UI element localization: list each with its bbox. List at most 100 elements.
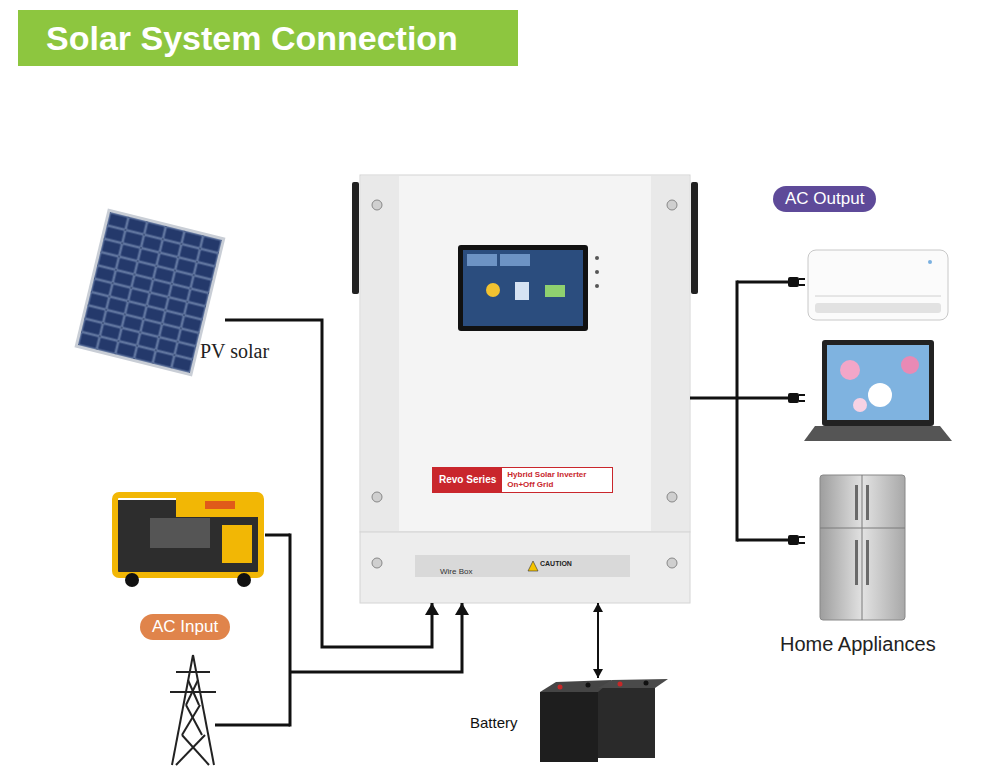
inverter-screen-part [467, 254, 497, 266]
power-tower-icon-part [186, 705, 202, 735]
inverter-screen-part [500, 254, 530, 266]
generator-icon-part [176, 497, 258, 517]
power-tower-icon [170, 655, 216, 765]
power-tower-icon-part [176, 735, 205, 765]
inverter-body-part [667, 492, 677, 502]
ac-input-group: AC Input [110, 490, 290, 765]
series-label: Revo Series [433, 468, 502, 492]
title-banner: Solar System Connection [18, 10, 518, 66]
generator-icon [115, 495, 261, 587]
laptop-icon-part [827, 345, 929, 420]
inverter-screen-part [595, 256, 599, 260]
generator-icon-part [125, 573, 139, 587]
battery-icon-part [540, 692, 598, 762]
ac-input-wires-part [289, 534, 292, 727]
laptop-icon-part [840, 360, 860, 380]
inverter-body-part [415, 555, 630, 577]
battery-icon [540, 679, 668, 762]
plug-icons-part [788, 277, 799, 287]
inverter-body-part [651, 176, 689, 531]
air-conditioner-icon-part [815, 303, 941, 313]
plug-icons-part [788, 535, 799, 545]
inverter-body-part [361, 176, 399, 531]
inverter-body-part [528, 561, 538, 571]
plug-icons-part [799, 394, 805, 396]
inverter-body-part [691, 182, 698, 294]
generator-icon-part [237, 573, 251, 587]
connector [290, 603, 469, 672]
inverter-screen-part [458, 245, 588, 331]
laptop-icon-part [822, 340, 934, 426]
ac-input-wires-part [215, 724, 290, 727]
inverter-housing: Wire Box CAUTION Revo SeriesHybrid Solar I… [360, 175, 690, 603]
pv-solar-group: PV solar [78, 212, 225, 380]
appliance-wires-part [737, 397, 790, 400]
generator-icon-part [150, 518, 210, 548]
air-conditioner-icon-part [808, 250, 948, 320]
battery-icon-part [586, 683, 591, 688]
inverter-screen-part [463, 250, 583, 326]
generator-icon-part [205, 501, 235, 509]
inverter-body-part [360, 532, 690, 603]
connector-line [290, 603, 462, 672]
wire-box-label: Wire Box [440, 567, 472, 576]
battery-icon-part [644, 681, 649, 686]
refrigerator-icon [820, 475, 905, 620]
connector-line [597, 603, 599, 678]
inverter-screen-part [595, 270, 599, 274]
ac-input-label: AC Input [140, 614, 230, 640]
air-conditioner-icon-part [928, 260, 932, 264]
arrowhead [593, 603, 603, 612]
power-tower-icon-part [182, 735, 209, 765]
battery-icon-part [598, 688, 655, 758]
battery-icon-part [558, 685, 563, 690]
ac-input-wires-part [265, 534, 290, 537]
plug-icons-part [788, 393, 799, 403]
appliance-wires-part [736, 281, 739, 542]
inverter-screen-part [545, 285, 565, 297]
refrigerator-icon-part [855, 540, 858, 585]
pv-label: PV solar [200, 340, 269, 363]
plug-icons-part [799, 284, 805, 286]
inverter-body-part [667, 558, 677, 568]
caution-label: CAUTION [540, 560, 572, 567]
appliance-group: Home Appliances [737, 245, 950, 670]
inverter-screen-part [595, 284, 599, 288]
inverter-body-part [372, 558, 382, 568]
battery-icon-part [540, 680, 612, 692]
plug-icons-part [799, 542, 805, 544]
battery-icon-part [618, 682, 623, 687]
laptop-icon [804, 340, 952, 441]
power-tower-icon-part [186, 680, 198, 705]
connector [593, 603, 603, 678]
laptop-icon-part [901, 356, 919, 374]
laptop-icon-part [804, 426, 952, 441]
battery-group: Battery [468, 678, 660, 765]
refrigerator-icon-part [855, 485, 858, 520]
appliance-wires [737, 281, 790, 542]
arrowhead [425, 603, 439, 615]
plug-icons [788, 277, 805, 545]
battery-label: Battery [470, 714, 518, 731]
connector-line [225, 320, 432, 647]
laptop-icon-part [853, 398, 867, 412]
inverter-body-part [360, 175, 690, 532]
refrigerator-icon-part [866, 540, 869, 585]
refrigerator-icon-part [820, 475, 905, 620]
power-tower-icon-part [188, 680, 199, 705]
inverter-screen [458, 245, 599, 331]
inverter-body [352, 175, 698, 603]
generator-icon-part [115, 495, 261, 575]
refrigerator-icon-part [862, 475, 863, 620]
power-tower-icon-part [176, 671, 210, 673]
laptop-icon-part [868, 383, 892, 407]
inverter-screen-part [486, 283, 500, 297]
appliances-label: Home Appliances [780, 633, 936, 656]
model-label: Hybrid Solar Inverter On+Off Grid [502, 468, 612, 492]
arrowhead [593, 669, 603, 678]
generator-icon-part [222, 525, 252, 563]
model-band: Revo SeriesHybrid Solar Inverter On+Off … [432, 467, 613, 493]
